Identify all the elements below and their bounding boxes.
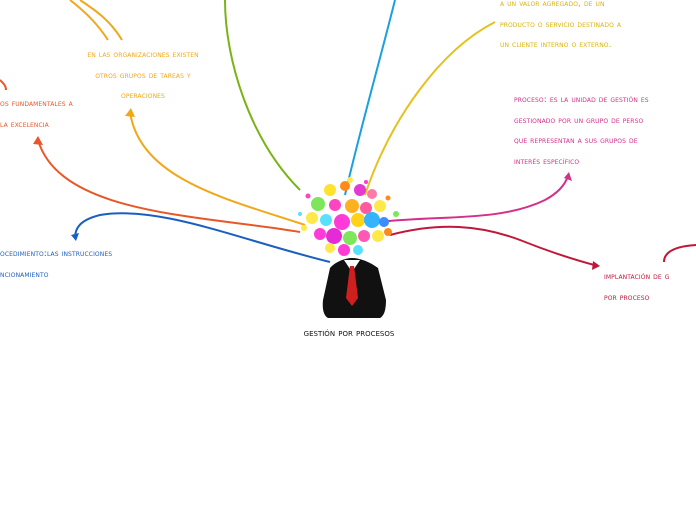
node-valor-line-3: UN CLIENTE INTERNO O EXTERNO. (500, 40, 612, 50)
node-procedimiento-line-1: OCEDIMIENTO:LAS INSTRUCCIONES (0, 249, 113, 259)
paint-splash-head-icon (298, 177, 399, 256)
connector-green (224, 0, 301, 191)
node-valor-line-1: A UN VALOR AGREGADO, DE UN (500, 0, 605, 9)
central-topic-label[interactable]: GESTIÓN POR PROCESOS (303, 328, 395, 339)
connector-crimson-right (663, 244, 696, 263)
connector-yellow-valor (364, 21, 496, 196)
connector-pink-proceso (379, 175, 569, 223)
node-proceso-line-4: INTERÉS ESPECÍFICO (514, 156, 580, 167)
node-implantacion-line-2: POR PROCESO (604, 292, 650, 303)
node-fundamentales[interactable]: OS FUNDAMENTALES A LA EXCELENCIA (0, 94, 73, 135)
node-organizaciones-line-1: EN LAS ORGANIZACIONES EXISTEN (87, 50, 199, 60)
connector-red-fundamentales (37, 139, 301, 233)
node-organizaciones-line-3: OPERACIONES (121, 91, 165, 101)
connector-crimson-implantacion (389, 225, 599, 267)
node-proceso-line-1: PROCESO: ES LA UNIDAD DE GESTIÓN ES (514, 95, 649, 105)
connector-yellow-top (79, 0, 123, 41)
arrowhead-orange (125, 108, 135, 117)
node-proceso[interactable]: PROCESO: ES LA UNIDAD DE GESTIÓN ES GEST… (514, 90, 649, 172)
node-organizaciones-line-2: OTROS GRUPOS DE TAREAS Y (95, 70, 191, 81)
node-valor-line-2: PRODUCTO O SERVICIO DESTINADO A (500, 19, 622, 30)
arrowhead-blue (71, 233, 79, 241)
connector-blue-procedimiento (74, 212, 331, 263)
node-implantacion[interactable]: IMPLANTACIÓN DE G POR PROCESO (604, 267, 670, 308)
arrowhead-red (33, 136, 43, 145)
node-procedimiento-line-2: NCIONAMIENTO (0, 269, 49, 280)
node-proceso-line-2: GESTIONADO POR UN GRUPO DE PERSO (514, 115, 644, 126)
node-fundamentales-line-2: LA EXCELENCIA (0, 119, 49, 130)
connector-cyan (344, 0, 396, 196)
connector-yellow-top-2 (69, 0, 109, 41)
central-figure-icon (322, 258, 386, 318)
arrowhead-pink (564, 172, 572, 181)
connector-red-fundamentales-stub (0, 79, 7, 91)
node-valor[interactable]: A UN VALOR AGREGADO, DE UN PRODUCTO O SE… (500, 0, 621, 56)
connector-orange-organizaciones (129, 111, 306, 226)
node-organizaciones[interactable]: EN LAS ORGANIZACIONES EXISTEN OTROS GRUP… (78, 45, 208, 107)
node-implantacion-line-1: IMPLANTACIÓN DE G (604, 272, 670, 282)
node-proceso-line-3: QUE REPRESENTAN A SUS GRUPOS DE (514, 136, 638, 146)
arrowhead-crimson (592, 261, 600, 270)
node-fundamentales-line-1: OS FUNDAMENTALES A (0, 99, 73, 109)
node-procedimiento[interactable]: OCEDIMIENTO:LAS INSTRUCCIONES NCIONAMIEN… (0, 244, 112, 285)
tie-shape (346, 266, 358, 306)
